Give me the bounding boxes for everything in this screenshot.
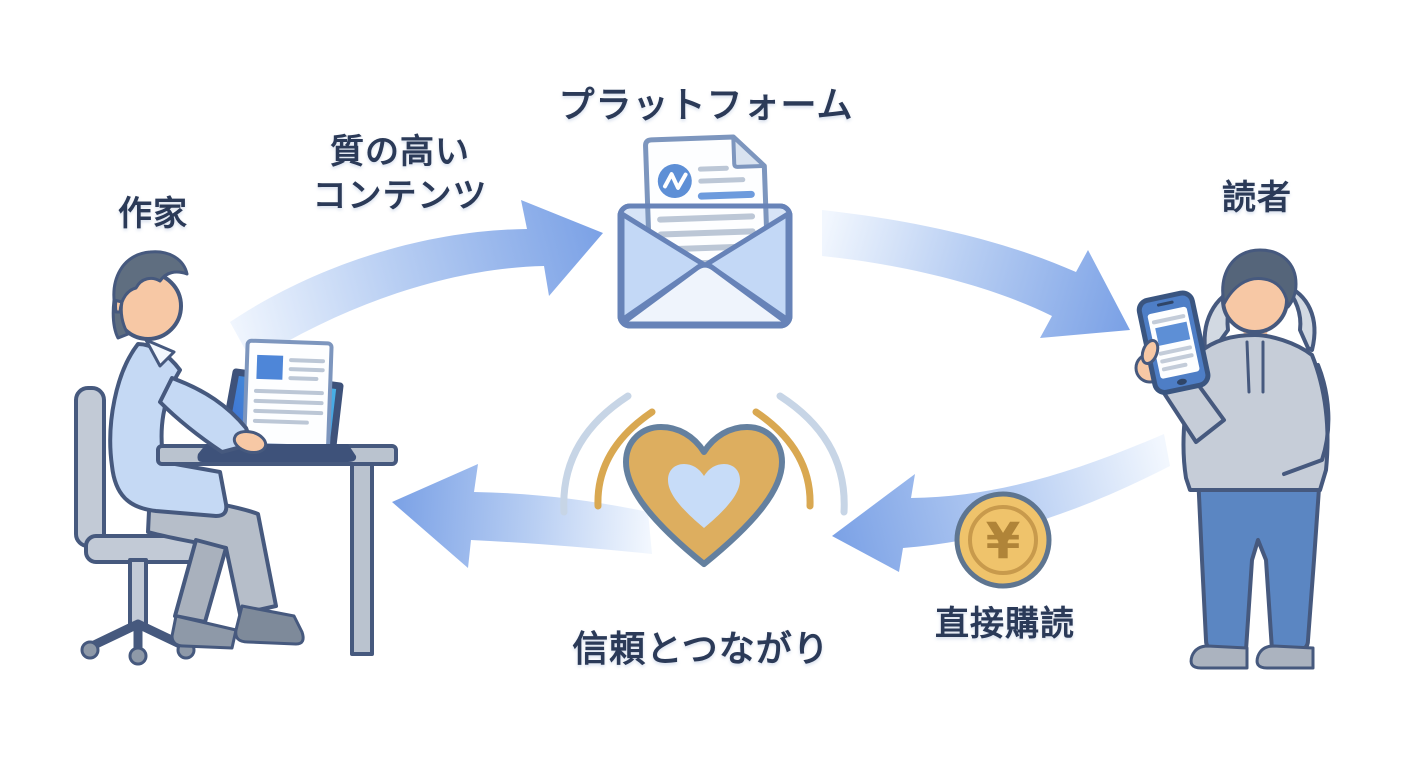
- reader-arm-right: [1282, 363, 1331, 476]
- writer-label: 作家: [118, 194, 188, 234]
- writer-torso: [108, 342, 229, 518]
- smartphone-icon: [1136, 290, 1211, 395]
- quality-content-line1: 質の高い: [330, 132, 470, 172]
- yen-symbol: ¥: [986, 512, 1021, 570]
- pulse-arc-right-outer: [776, 392, 848, 516]
- arrow-heart-to-writer: [392, 464, 652, 568]
- reader-shoe-right: [1255, 644, 1315, 670]
- writer-collar: [144, 338, 176, 368]
- reader-thumb: [1140, 338, 1160, 366]
- direct-subscription-label: 直接購読: [935, 604, 1075, 644]
- pulse-arc-left-outer: [560, 392, 632, 516]
- yen-coin-icon: ¥: [954, 491, 1052, 589]
- pulse-arc-right-inner: [752, 408, 814, 510]
- writer-at-desk-illustration: [74, 250, 398, 666]
- reader-jeans: [1196, 472, 1322, 652]
- writer-hand: [232, 429, 268, 455]
- reader-label: 読者: [1222, 178, 1292, 218]
- heart-with-pulse-icon: [560, 392, 848, 567]
- reader-shoe-left: [1189, 644, 1249, 670]
- writer-hair: [111, 250, 189, 340]
- quality-content-label: 質の高い コンテンツ: [313, 130, 488, 218]
- laptop-icon: [197, 338, 357, 462]
- reader-with-phone-illustration: [1134, 248, 1331, 670]
- hoodie-drawstrings: [1245, 340, 1265, 394]
- newsletter-envelope-icon: [617, 134, 793, 329]
- platform-label: プラットフォーム: [558, 85, 854, 126]
- arrow-writer-to-platform: [230, 200, 603, 362]
- trust-connection-label: 信頼とつながり: [572, 629, 830, 670]
- reader-hair: [1221, 248, 1298, 309]
- pulse-arc-left-inner: [594, 408, 656, 510]
- quality-content-line2: コンテンツ: [312, 176, 488, 216]
- writer-shoe-front: [234, 604, 305, 646]
- writer-shoe-rear: [170, 614, 238, 650]
- reader-torso: [1181, 333, 1330, 492]
- office-chair: [74, 386, 212, 666]
- laptop-document: [242, 338, 334, 450]
- arrow-platform-to-reader: [822, 210, 1130, 338]
